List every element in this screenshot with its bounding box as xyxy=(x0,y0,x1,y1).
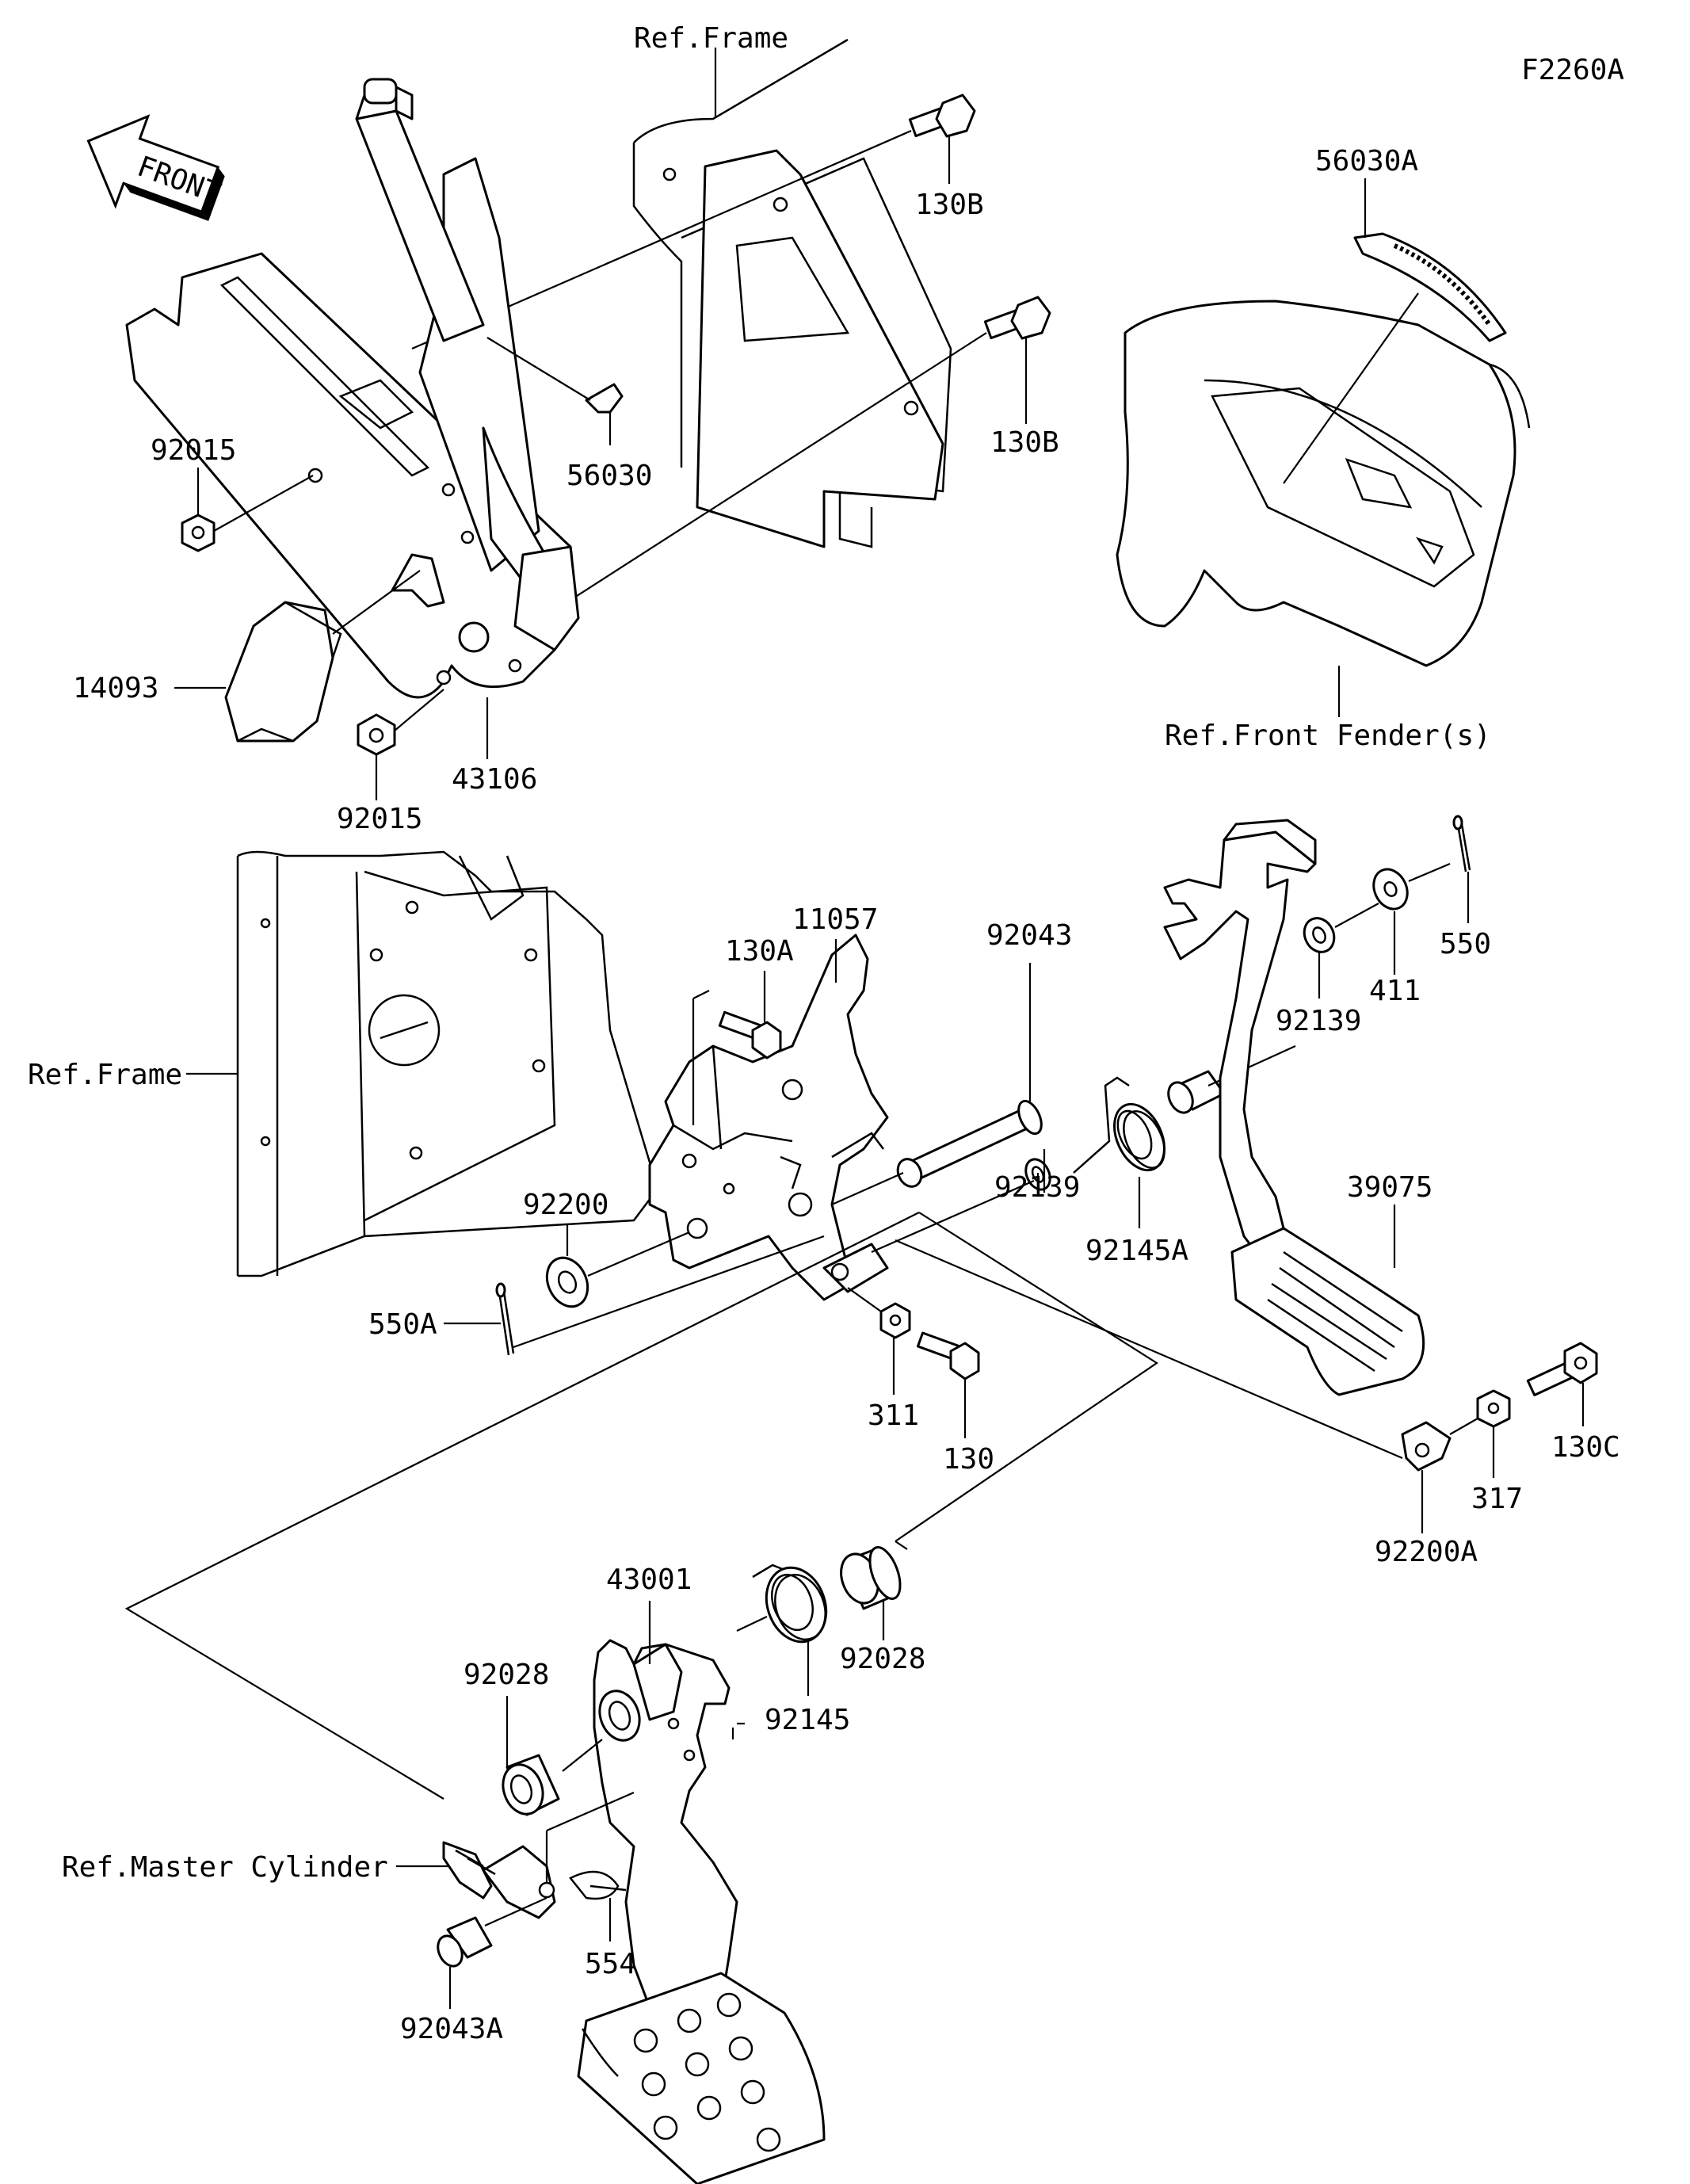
label-92028-upper: 92028 xyxy=(840,1643,925,1675)
cotter-pin-550a xyxy=(495,1282,515,1356)
label-554: 554 xyxy=(585,1948,636,1980)
spring-92145a xyxy=(1073,1076,1165,1174)
label-43106: 43106 xyxy=(452,763,537,796)
label-92145a: 92145A xyxy=(1085,1235,1188,1267)
cover-14093 xyxy=(224,570,421,743)
label-311: 311 xyxy=(868,1399,919,1432)
label-130: 130 xyxy=(943,1443,994,1476)
label-130c: 130C xyxy=(1551,1431,1620,1464)
clip-56030 xyxy=(486,337,624,414)
nut-92015-lower xyxy=(357,689,444,756)
washer-92200 xyxy=(545,1256,589,1308)
label-56030: 56030 xyxy=(567,460,652,492)
label-550: 550 xyxy=(1440,928,1491,960)
label-39075: 39075 xyxy=(1347,1171,1432,1204)
spring-92145 xyxy=(752,1564,828,1644)
pin-92043 xyxy=(896,1099,1043,1188)
bracket-11057 xyxy=(648,934,889,1301)
label-92200a: 92200A xyxy=(1375,1536,1478,1568)
bushing-accel xyxy=(1167,1070,1226,1114)
washer-92139-upper xyxy=(1303,917,1336,953)
ref-master-cylinder-label: Ref.Master Cylinder xyxy=(62,1851,388,1884)
diagram-code: F2260A xyxy=(1521,54,1624,86)
bolt-130a xyxy=(718,1010,782,1060)
label-92139-lower: 92139 xyxy=(994,1171,1080,1204)
ref-frame-side-label: Ref.Frame xyxy=(28,1059,182,1091)
bushing-92028-lower xyxy=(502,1754,560,1816)
label-130b-upper: 130B xyxy=(915,189,984,221)
nut-311 xyxy=(879,1302,911,1339)
label-56030a: 56030A xyxy=(1315,145,1418,178)
label-11057: 11057 xyxy=(792,903,878,936)
cotter-pin-550 xyxy=(1452,815,1471,872)
label-317: 317 xyxy=(1471,1483,1523,1515)
label-14093: 14093 xyxy=(73,672,158,704)
park-brake-lever-43106 xyxy=(125,78,580,699)
label-130a: 130A xyxy=(725,935,794,968)
accelerator-pedal-39075 xyxy=(1163,819,1425,1396)
label-92139-upper: 92139 xyxy=(1276,1005,1361,1037)
pin-92043a xyxy=(437,1916,493,1968)
brake-pedal-43001 xyxy=(577,1639,826,2184)
ref-front-fender-label: Ref.Front Fender(s) xyxy=(1165,720,1491,752)
ref-frame-top-label: Ref.Frame xyxy=(634,22,788,55)
bolt-130b-upper xyxy=(908,94,976,138)
label-92015-lower: 92015 xyxy=(337,803,422,835)
label-92015-upper: 92015 xyxy=(151,434,236,467)
washer-411 xyxy=(1372,868,1409,911)
clevis-master-cylinder xyxy=(442,1841,556,1919)
label-92028-lower: 92028 xyxy=(464,1659,549,1691)
bolt-130 xyxy=(916,1331,980,1380)
front-direction-arrow-icon: FRONT xyxy=(86,114,225,221)
front-fender xyxy=(1116,300,1531,667)
frame-gusset-top xyxy=(632,38,952,548)
label-550a: 550A xyxy=(368,1308,437,1341)
label-92043: 92043 xyxy=(986,919,1072,952)
washer-92200a xyxy=(1401,1421,1452,1472)
strip-56030a xyxy=(1283,232,1507,484)
clip-554 xyxy=(569,1870,627,1900)
nut-317 xyxy=(1476,1389,1511,1428)
label-411: 411 xyxy=(1369,975,1421,1007)
bushing-92028-upper xyxy=(840,1546,902,1610)
bolt-130b-lower xyxy=(983,296,1051,340)
bolt-130c xyxy=(1526,1342,1598,1396)
label-92200: 92200 xyxy=(523,1189,608,1221)
label-92145: 92145 xyxy=(765,1704,850,1736)
frame-side xyxy=(236,850,659,1277)
label-92043a: 92043A xyxy=(400,2013,503,2045)
label-43001: 43001 xyxy=(606,1564,692,1596)
label-130b-lower: 130B xyxy=(990,426,1059,459)
